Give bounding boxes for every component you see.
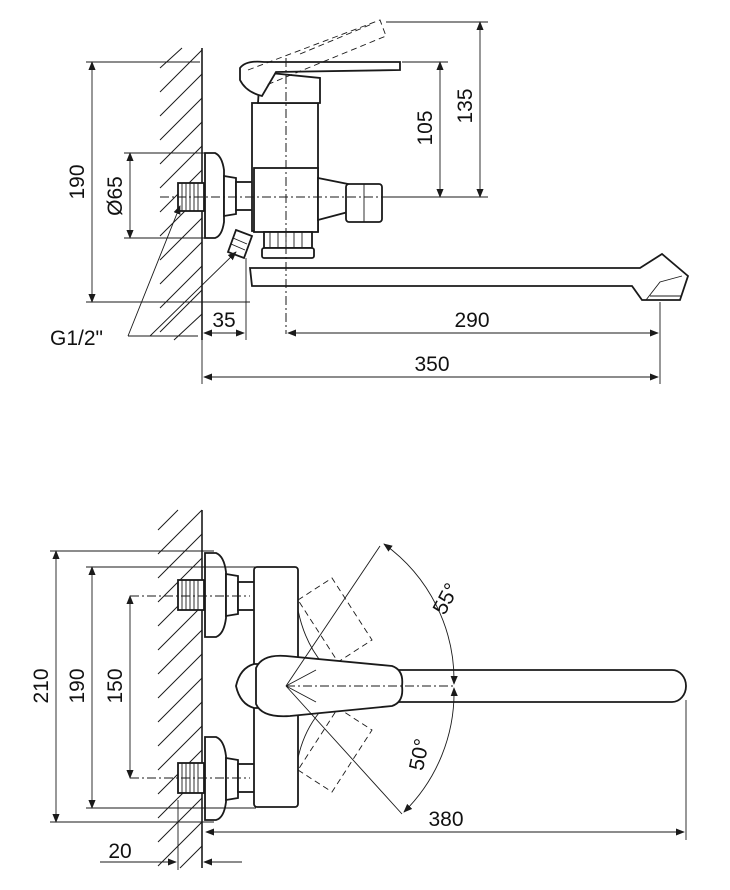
top-lever-handle bbox=[235, 654, 404, 718]
dim-190-top-label: 190 bbox=[66, 668, 89, 703]
top-centerlines bbox=[130, 543, 458, 815]
angle-50-label: 50° bbox=[405, 737, 434, 773]
dim-210-label: 210 bbox=[30, 668, 53, 703]
dim-150-label: 150 bbox=[104, 668, 127, 703]
top-view: 210 190 150 380 20 55° 50° bbox=[30, 509, 687, 870]
dim-290-label: 290 bbox=[454, 309, 489, 332]
side-wall-hatch bbox=[159, 47, 203, 341]
side-centerlines bbox=[160, 58, 396, 334]
dim-135-label: 135 bbox=[454, 88, 477, 123]
top-upper-inlet bbox=[177, 552, 257, 638]
thread-size-label: G1/2" bbox=[50, 327, 103, 350]
dim-380-label: 380 bbox=[428, 808, 463, 831]
top-dimensions bbox=[50, 550, 687, 870]
dim-20-label: 20 bbox=[108, 840, 131, 863]
dim-105-label: 105 bbox=[414, 110, 437, 145]
dim-190-label: 190 bbox=[66, 164, 89, 199]
angle-55-label: 55° bbox=[429, 580, 464, 619]
top-wall-hatch bbox=[157, 509, 203, 869]
side-dimensions bbox=[86, 21, 661, 384]
side-dimension-labels: 190 Ø65 135 105 35 290 350 G1/2" bbox=[50, 88, 490, 376]
dim-350-label: 350 bbox=[414, 353, 449, 376]
side-spout bbox=[248, 252, 690, 301]
side-mixer-body bbox=[251, 102, 383, 233]
top-dimension-labels: 210 190 150 380 20 55° 50° bbox=[30, 580, 464, 863]
dim-35-label: 35 bbox=[212, 309, 235, 332]
side-flange bbox=[204, 152, 255, 239]
side-lever-handle bbox=[239, 19, 401, 104]
side-diverter bbox=[226, 228, 315, 260]
dim-diameter-label: Ø65 bbox=[104, 176, 127, 216]
side-view: 190 Ø65 135 105 35 290 350 G1/2" bbox=[50, 19, 690, 384]
